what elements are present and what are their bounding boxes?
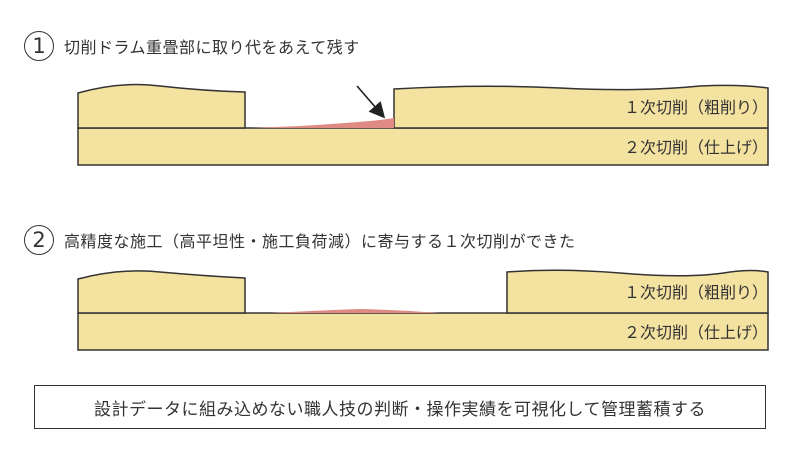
- step-2-heading: 2 高精度な施工（高平坦性・施工負荷減）に寄与する１次切削ができた: [24, 225, 576, 255]
- step-1-number: 1: [32, 34, 46, 58]
- diagram-1-residue: [252, 118, 394, 128]
- step-2-title: 高精度な施工（高平坦性・施工負荷減）に寄与する１次切削ができた: [64, 232, 576, 251]
- step-2-number-circle: 2: [24, 225, 54, 255]
- step-1-number-circle: 1: [24, 31, 54, 61]
- summary-text: 設計データに組み込めない職人技の判断・操作実績を可視化して管理蓄積する: [94, 399, 706, 420]
- diagram-2-layer-2-label: ２次切削（仕上げ）: [624, 323, 768, 342]
- diagram-1: １次切削（粗削り） ２次切削（仕上げ）: [77, 83, 769, 166]
- diagram-2-layer-1-label: １次切削（粗削り）: [624, 283, 768, 302]
- step-2-number: 2: [32, 228, 46, 252]
- diagram-2-layer-2: [77, 312, 769, 351]
- diagram-1-layer-2: [77, 127, 769, 166]
- step-1-title: 切削ドラム重畳部に取り代をあえて残す: [64, 38, 360, 57]
- diagram-1-layer-1-label: １次切削（粗削り）: [624, 98, 768, 117]
- summary-box: 設計データに組み込めない職人技の判断・操作実績を可視化して管理蓄積する: [34, 385, 766, 429]
- diagram-1-layer-2-label: ２次切削（仕上げ）: [624, 138, 768, 157]
- diagram-1-layer-1-right: [393, 84, 769, 129]
- diagram-2-residue: [270, 309, 440, 313]
- diagram-2-layer-1-left: [77, 270, 246, 314]
- diagram-1-arrow: [356, 85, 386, 119]
- diagram-2-layer-1-right: [506, 269, 769, 314]
- diagram-2: １次切削（粗削り） ２次切削（仕上げ）: [77, 269, 769, 351]
- diagram-1-layer-1-left: [77, 83, 246, 129]
- step-1-heading: 1 切削ドラム重畳部に取り代をあえて残す: [24, 31, 360, 61]
